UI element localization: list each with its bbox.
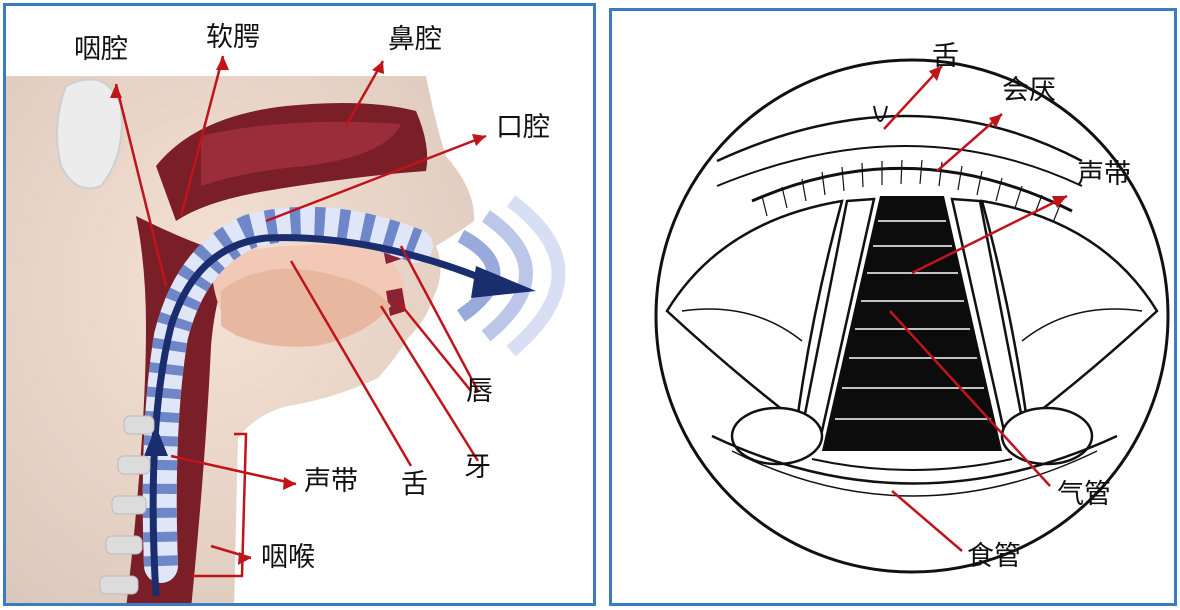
larynx-view-panel: 舌 会厌 声带 气管 食管 [609,8,1177,606]
head-cross-section-illustration [6,55,566,603]
vocal-cords-label: 声带 [304,466,358,497]
speech-organs-panel: 咽腔 软腭 鼻腔 口腔 唇 牙 舌 声带 咽喉 [3,3,596,606]
nasal-cavity-label: 鼻腔 [388,24,442,55]
tongue-label: 舌 [401,469,428,500]
esophagus-label: 食管 [967,541,1021,572]
right-tongue-label: 舌 [932,41,959,72]
epiglottis-label: 会厌 [1002,75,1056,106]
larynx-top-view-illustration [654,58,1170,574]
soft-palate-label: 软腭 [206,22,260,53]
lips-label: 唇 [466,376,493,407]
pharynx-label: 咽腔 [74,34,128,65]
teeth-label: 牙 [464,452,491,483]
oral-cavity-label: 口腔 [496,112,550,143]
right-vocal-cords-label: 声带 [1077,159,1131,190]
trachea-label: 气管 [1057,479,1111,510]
larynx-label: 咽喉 [261,542,315,573]
